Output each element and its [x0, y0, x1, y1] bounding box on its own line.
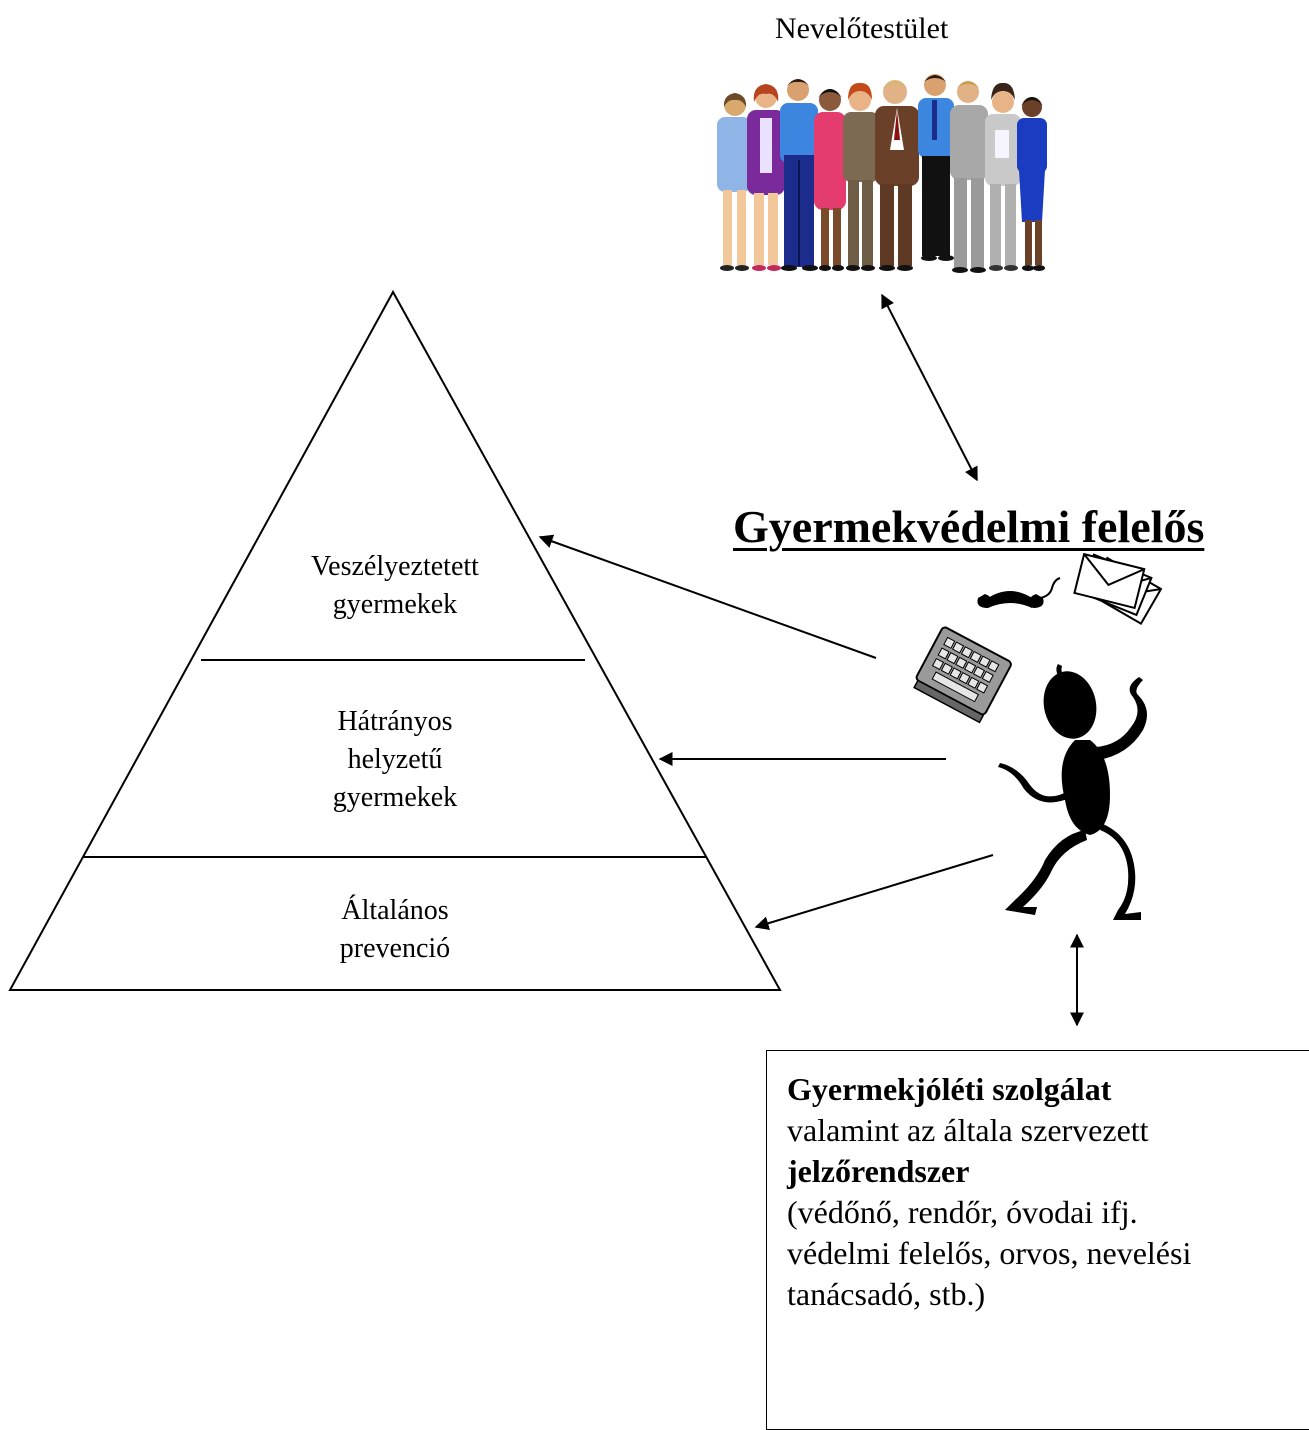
members-line: (védőnő, rendőr, óvodai ifj.	[787, 1194, 1138, 1230]
service-line: valamint az általa szervezett	[787, 1112, 1149, 1148]
pyramid-level-text: Hátrányos	[337, 706, 453, 737]
pyramid-level-endangered: Veszélyeztetett gyermekek	[260, 548, 530, 624]
pyramid-level-text: helyzetű	[347, 744, 443, 775]
pyramid-level-text: Veszélyeztetett	[311, 551, 479, 582]
envelopes-icon	[1073, 552, 1163, 626]
staff-title: Nevelőtestület	[775, 12, 949, 45]
members-line: védelmi felelős, orvos, nevelési	[787, 1235, 1192, 1271]
members-line: tanácsadó, stb.)	[787, 1276, 986, 1312]
telephone-icon	[977, 577, 1061, 608]
signal-system-name: jelzőrendszer	[787, 1153, 970, 1189]
pyramid-level-prevention: Általános prevenció	[260, 892, 530, 968]
arrow-to-endangered	[538, 534, 877, 659]
service-box: Gyermekjóléti szolgálat valamint az álta…	[766, 1050, 1309, 1430]
group-of-people-icon	[717, 74, 1047, 273]
pyramid	[8, 289, 782, 991]
juggling-person-icon	[998, 664, 1147, 920]
keyboard-icon	[913, 626, 1012, 724]
pyramid-level-text: prevenció	[339, 933, 451, 964]
pyramid-level-text: Általános	[341, 895, 449, 926]
role-title: Gyermekvédelmi felelős	[733, 501, 1205, 552]
pyramid-level-text: gyermekek	[332, 589, 458, 620]
arrow-staff-role	[881, 293, 978, 482]
service-heading: Gyermekjóléti szolgálat	[787, 1071, 1112, 1107]
pyramid-level-disadvantaged: Hátrányos helyzetű gyermekek	[260, 703, 530, 817]
pyramid-level-text: gyermekek	[332, 782, 458, 813]
arrow-to-prevention	[754, 854, 994, 931]
